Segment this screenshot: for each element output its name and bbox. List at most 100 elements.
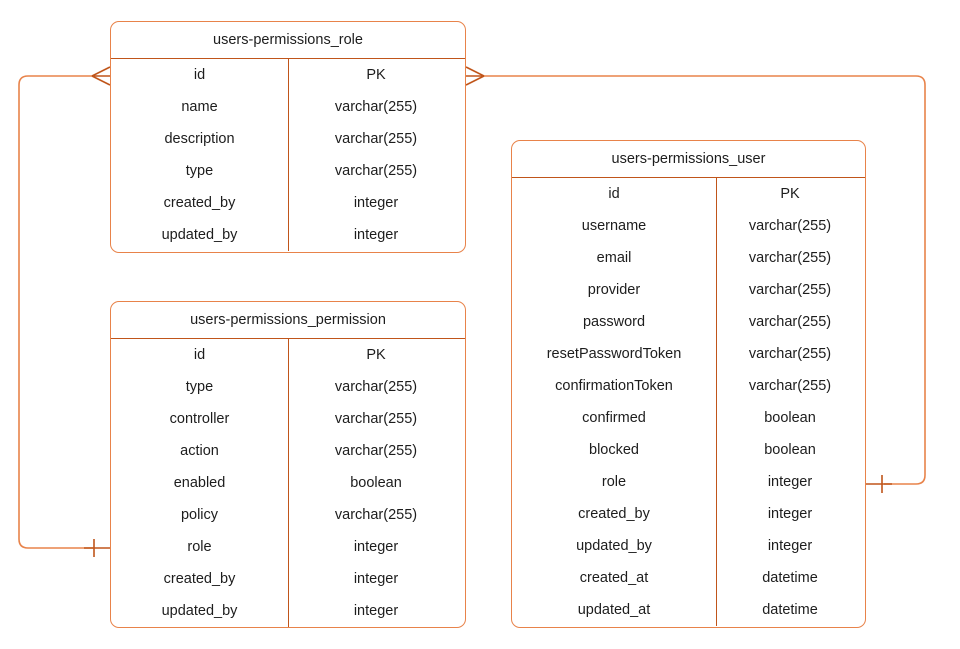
table-row[interactable]: created_by integer bbox=[111, 187, 465, 219]
table-row[interactable]: type varchar(255) bbox=[111, 371, 465, 403]
table-row[interactable]: role integer bbox=[111, 531, 465, 563]
table-title-user: users-permissions_user bbox=[512, 141, 865, 178]
table-row[interactable]: action varchar(255) bbox=[111, 435, 465, 467]
table-row[interactable]: confirmationToken varchar(255) bbox=[512, 370, 865, 402]
field-type: varchar(255) bbox=[334, 443, 418, 459]
field-name: description bbox=[164, 131, 235, 147]
table-row[interactable]: created_at datetime bbox=[512, 562, 865, 594]
table-row[interactable]: created_by integer bbox=[512, 498, 865, 530]
marker-crowfoot-role-right bbox=[465, 66, 485, 86]
field-name: updated_at bbox=[577, 602, 651, 618]
field-type: varchar(255) bbox=[334, 99, 418, 115]
table-row[interactable]: role integer bbox=[512, 466, 865, 498]
table-row[interactable]: resetPasswordToken varchar(255) bbox=[512, 338, 865, 370]
field-type: PK bbox=[366, 67, 386, 83]
field-type: varchar(255) bbox=[748, 378, 832, 394]
table-row[interactable]: password varchar(255) bbox=[512, 306, 865, 338]
field-name: role bbox=[601, 474, 627, 490]
table-row[interactable]: id PK bbox=[111, 59, 465, 91]
field-type: varchar(255) bbox=[748, 250, 832, 266]
field-type: varchar(255) bbox=[334, 507, 418, 523]
field-type: varchar(255) bbox=[748, 314, 832, 330]
relationship-line-permission-role bbox=[18, 75, 93, 549]
field-name: enabled bbox=[173, 475, 226, 491]
column-divider-permission bbox=[288, 339, 289, 627]
field-name: controller bbox=[169, 411, 230, 427]
field-type: integer bbox=[353, 539, 399, 555]
table-row[interactable]: description varchar(255) bbox=[111, 123, 465, 155]
table-row[interactable]: updated_at datetime bbox=[512, 594, 865, 626]
field-type: boolean bbox=[764, 442, 816, 458]
table-row[interactable]: enabled boolean bbox=[111, 467, 465, 499]
table-body-permission: id PK type varchar(255) controller varchar(25… bbox=[111, 339, 465, 627]
field-name: updated_by bbox=[161, 227, 238, 243]
table-row[interactable]: created_by integer bbox=[111, 563, 465, 595]
field-name: resetPasswordToken bbox=[546, 346, 682, 362]
field-name: action bbox=[180, 443, 219, 459]
table-row[interactable]: blocked boolean bbox=[512, 434, 865, 466]
table-row[interactable]: updated_by integer bbox=[111, 595, 465, 627]
field-type: boolean bbox=[350, 475, 402, 491]
field-name: confirmationToken bbox=[555, 378, 673, 394]
field-name: created_at bbox=[579, 570, 649, 586]
field-name: policy bbox=[180, 507, 219, 523]
field-type: varchar(255) bbox=[334, 411, 418, 427]
field-name: id bbox=[608, 186, 620, 202]
field-type: PK bbox=[366, 347, 386, 363]
field-type: datetime bbox=[762, 602, 818, 618]
field-name: updated_by bbox=[161, 603, 238, 619]
field-type: varchar(255) bbox=[748, 346, 832, 362]
field-name: id bbox=[193, 347, 206, 363]
marker-tick-permission-left bbox=[84, 539, 110, 557]
field-name: created_by bbox=[578, 506, 650, 522]
field-name: password bbox=[582, 314, 646, 330]
table-row[interactable]: id PK bbox=[512, 178, 865, 210]
field-type: varchar(255) bbox=[334, 379, 418, 395]
column-divider-role bbox=[288, 59, 289, 251]
field-type: integer bbox=[353, 603, 399, 619]
field-type: varchar(255) bbox=[334, 163, 418, 179]
table-row[interactable]: id PK bbox=[111, 339, 465, 371]
table-row[interactable]: type varchar(255) bbox=[111, 155, 465, 187]
marker-crowfoot-role-left bbox=[91, 66, 111, 86]
field-type: integer bbox=[767, 538, 813, 554]
field-name: id bbox=[193, 67, 206, 83]
field-name: type bbox=[185, 163, 214, 179]
field-type: datetime bbox=[762, 570, 818, 586]
relationship-markers bbox=[84, 66, 892, 557]
table-row[interactable]: controller varchar(255) bbox=[111, 403, 465, 435]
table-row[interactable]: provider varchar(255) bbox=[512, 274, 865, 306]
field-type: integer bbox=[767, 474, 813, 490]
field-type: integer bbox=[353, 195, 399, 211]
table-row[interactable]: policy varchar(255) bbox=[111, 499, 465, 531]
field-type: integer bbox=[353, 571, 399, 587]
field-name: blocked bbox=[589, 442, 639, 458]
field-type: boolean bbox=[764, 410, 816, 426]
marker-tick-user-right bbox=[866, 475, 892, 493]
field-type: varchar(255) bbox=[334, 131, 418, 147]
field-type: PK bbox=[780, 186, 800, 202]
field-type: integer bbox=[353, 227, 399, 243]
field-type: integer bbox=[767, 506, 813, 522]
field-name: username bbox=[581, 218, 647, 234]
column-divider-user bbox=[716, 178, 717, 626]
field-name: created_by bbox=[163, 571, 236, 587]
field-name: role bbox=[187, 539, 212, 555]
table-row[interactable]: updated_by integer bbox=[111, 219, 465, 251]
field-name: created_by bbox=[163, 195, 236, 211]
field-type: varchar(255) bbox=[748, 282, 832, 298]
relationship-line-user-role bbox=[484, 75, 926, 485]
field-name: provider bbox=[587, 282, 641, 298]
table-title-permission: users-permissions_permission bbox=[111, 302, 465, 339]
field-name: type bbox=[185, 379, 214, 395]
